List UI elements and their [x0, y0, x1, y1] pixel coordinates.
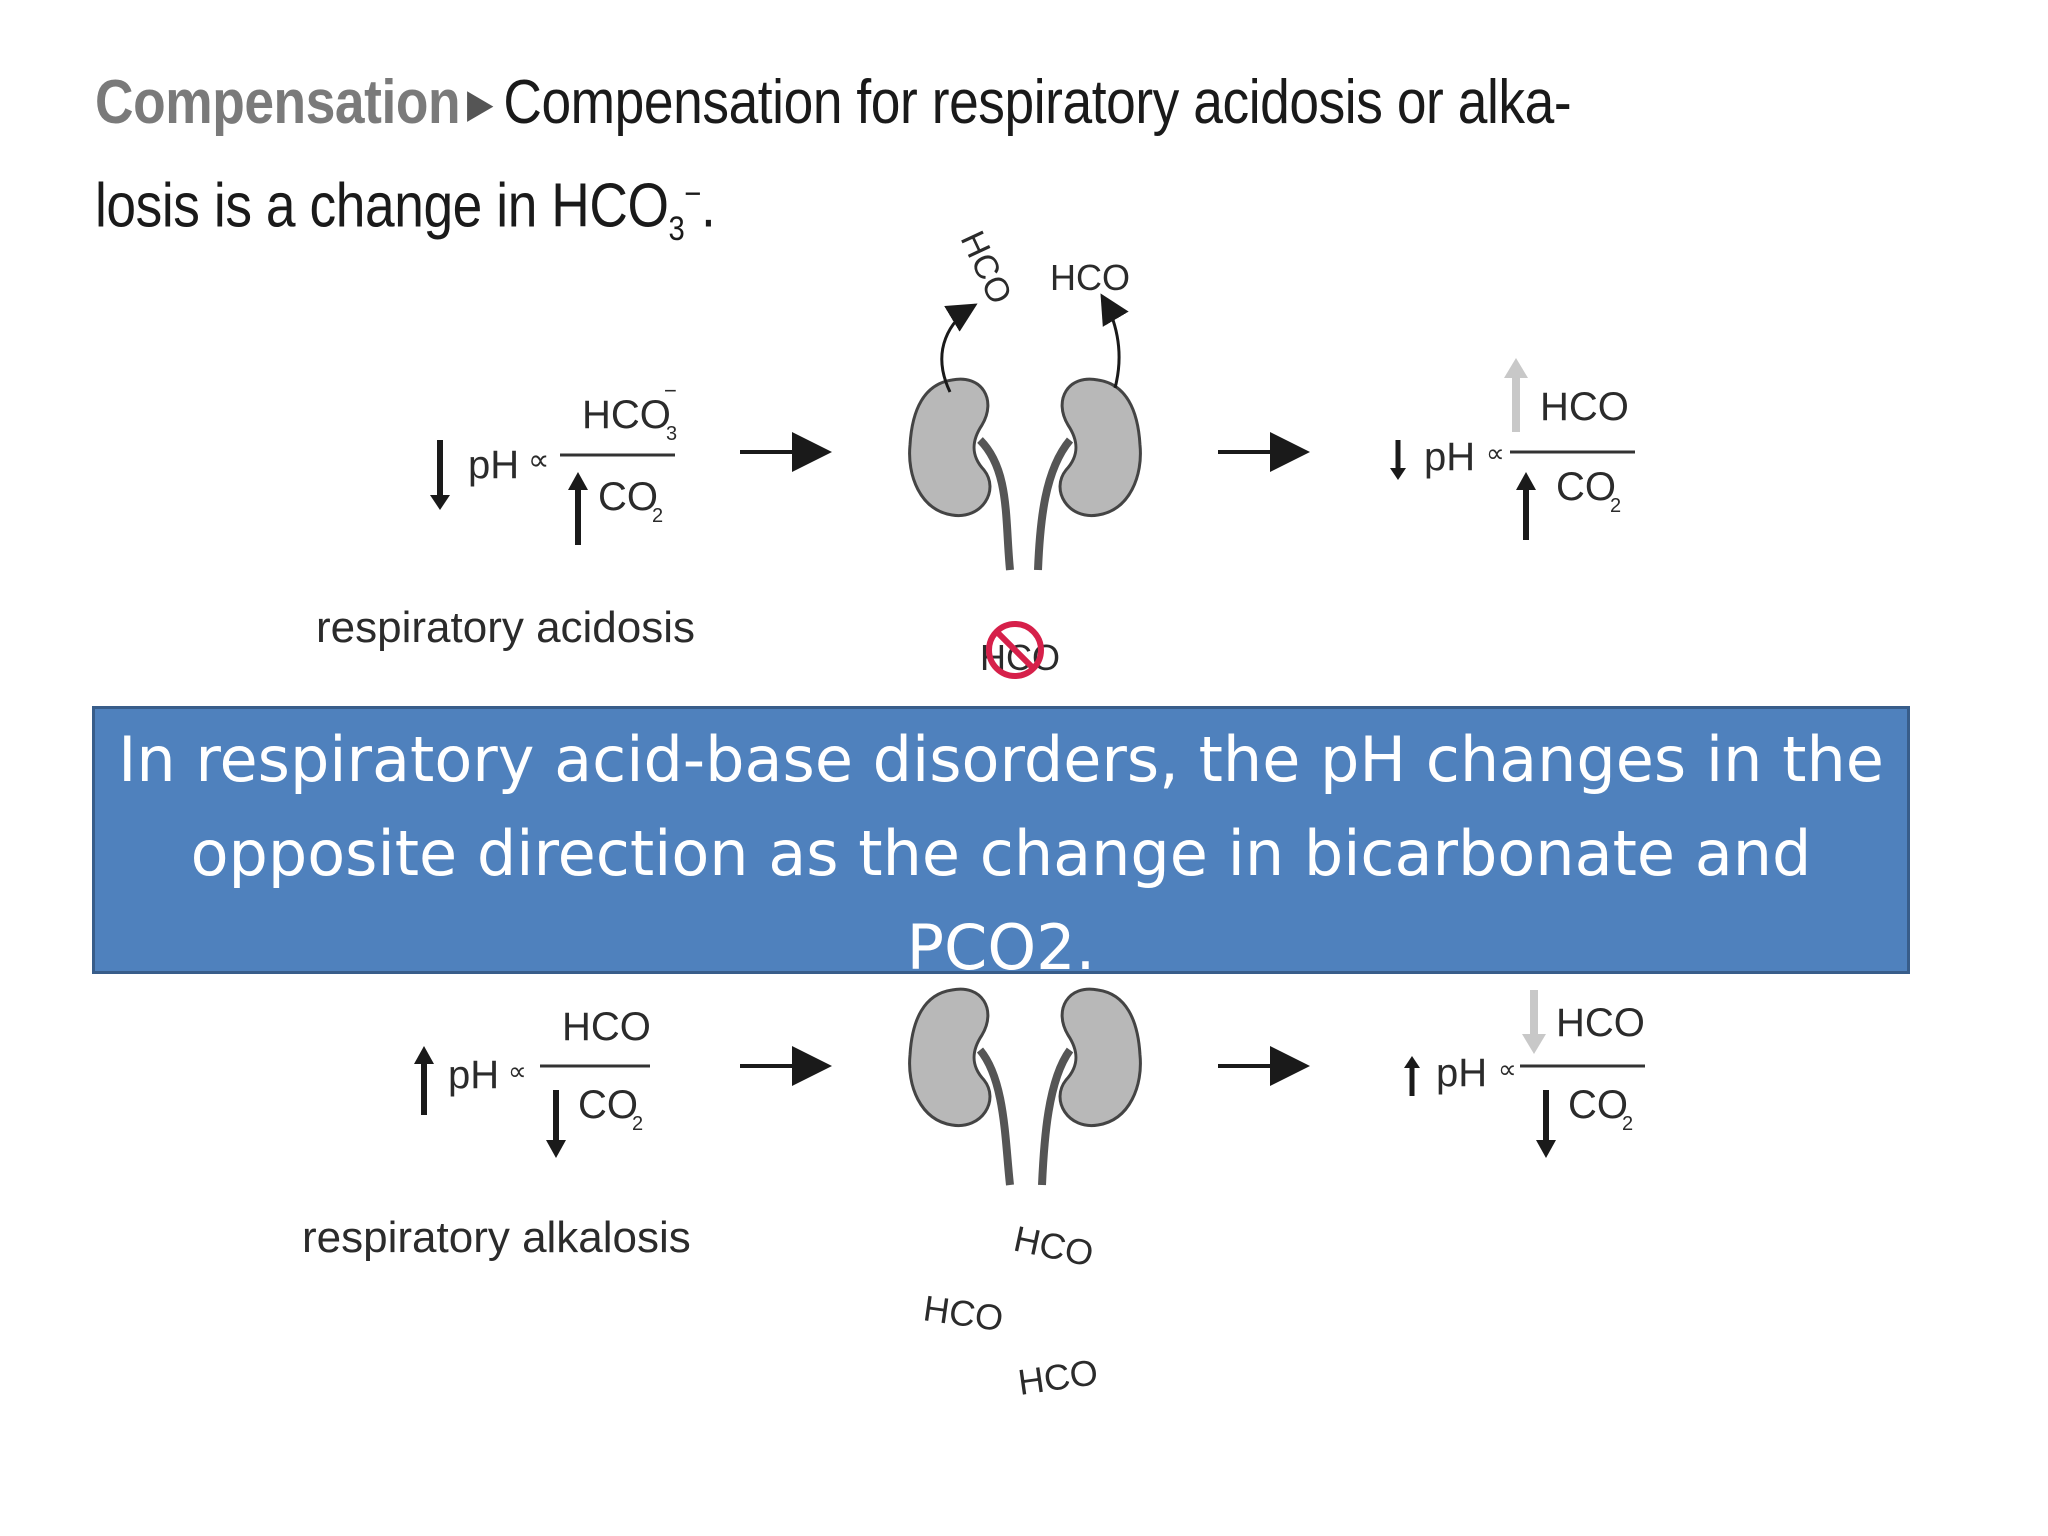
co2-comp-up-arrow-icon: [1516, 472, 1536, 540]
alkalosis-row: pH ∝ HCO CO 2 respiratory alkalosis HCO …: [302, 987, 1645, 1403]
ph-small-up-arrow-icon: [1404, 1056, 1420, 1096]
alkalosis-comp-co2-sub: 2: [1622, 1113, 1633, 1135]
acidosis-hco3-sup: −: [664, 378, 677, 403]
alkalosis-comp-co2: CO: [1568, 1083, 1628, 1127]
acidosis-comp-propto: ∝: [1486, 438, 1505, 468]
acidosis-hco3-num: HCO: [582, 393, 671, 437]
acidosis-propto: ∝: [528, 444, 549, 477]
alkalosis-comp-ph-label: pH: [1436, 1051, 1487, 1095]
alkalosis-co2-sub: 2: [632, 1113, 643, 1135]
acidosis-ph-label: pH: [468, 443, 519, 487]
reabsorb-arrow-right: [1100, 293, 1129, 389]
hco3-excreted-2: HCO: [921, 1287, 1006, 1339]
hco3-top-right: HCO: [1050, 257, 1130, 298]
triangle-right-icon: ▶: [467, 82, 494, 126]
hco3-rotated: HCO: [953, 225, 1019, 310]
acidosis-comp-hco3: HCO: [1540, 385, 1629, 429]
heading-period: .: [700, 171, 716, 241]
acidosis-hco3-sub: 3: [666, 423, 677, 445]
alkalosis-label: respiratory alkalosis: [302, 1213, 691, 1262]
hco3-excreted-3: HCO: [1015, 1351, 1100, 1403]
co2-comp-down-arrow-icon: [1536, 1090, 1556, 1158]
heading-superscript: −: [684, 175, 701, 213]
hco3-rotated-text: HCO: [953, 225, 1019, 310]
slide-heading: Compensation▶Compensation for respirator…: [95, 58, 1626, 274]
alkalosis-comp-hco3: HCO: [1556, 1001, 1645, 1045]
kidney-left-icon-2: [908, 987, 992, 1128]
kidney-right-icon-2: [1058, 987, 1142, 1128]
acidosis-co2-sub: 2: [652, 505, 663, 527]
kidney-left-icon: [908, 377, 992, 518]
heading-text-line2: losis is a change in HCO: [95, 171, 669, 241]
reabsorb-arrow-left: [940, 303, 978, 393]
kidney-right-icon: [1058, 377, 1142, 518]
alkalosis-ph-label: pH: [448, 1053, 499, 1097]
acidosis-comp-ph-label: pH: [1424, 435, 1475, 479]
alkalosis-comp-propto: ∝: [1498, 1054, 1517, 1084]
summary-callout-text: In respiratory acid-base disorders, the …: [118, 723, 1884, 984]
ph-down-arrow-icon: [430, 440, 450, 510]
ureter-left-2: [976, 1047, 1014, 1186]
prohibit-icon: [986, 621, 1044, 679]
ph-up-arrow-icon: [414, 1046, 434, 1115]
hco3-excreted-1: HCO: [1010, 1218, 1097, 1275]
alkalosis-hco3: HCO: [562, 1005, 651, 1049]
co2-down-arrow-icon: [546, 1090, 566, 1158]
acidosis-row: pH ∝ HCO 3 − CO 2 respiratory acidosis: [316, 225, 1635, 679]
ureter-right-2: [1038, 1047, 1074, 1186]
hco3-up-arrow-icon: [1504, 358, 1528, 432]
summary-callout: In respiratory acid-base disorders, the …: [92, 706, 1910, 984]
ureter-right: [1034, 437, 1074, 571]
ureter-left: [977, 437, 1014, 571]
hco3-down-arrow-icon: [1522, 990, 1546, 1054]
alkalosis-co2: CO: [578, 1083, 638, 1127]
acidosis-comp-co2-sub: 2: [1610, 495, 1621, 517]
alkalosis-propto: ∝: [508, 1056, 527, 1086]
acidosis-label: respiratory acidosis: [316, 603, 695, 652]
heading-text-line1: Compensation for respiratory acidosis or…: [503, 68, 1572, 137]
ph-small-down-arrow-icon: [1390, 440, 1406, 480]
co2-up-arrow-icon: [568, 472, 588, 545]
heading-subscript: 3: [668, 210, 685, 249]
acidosis-co2: CO: [598, 475, 658, 519]
heading-term: Compensation: [95, 68, 461, 137]
acidosis-comp-co2: CO: [1556, 465, 1616, 509]
